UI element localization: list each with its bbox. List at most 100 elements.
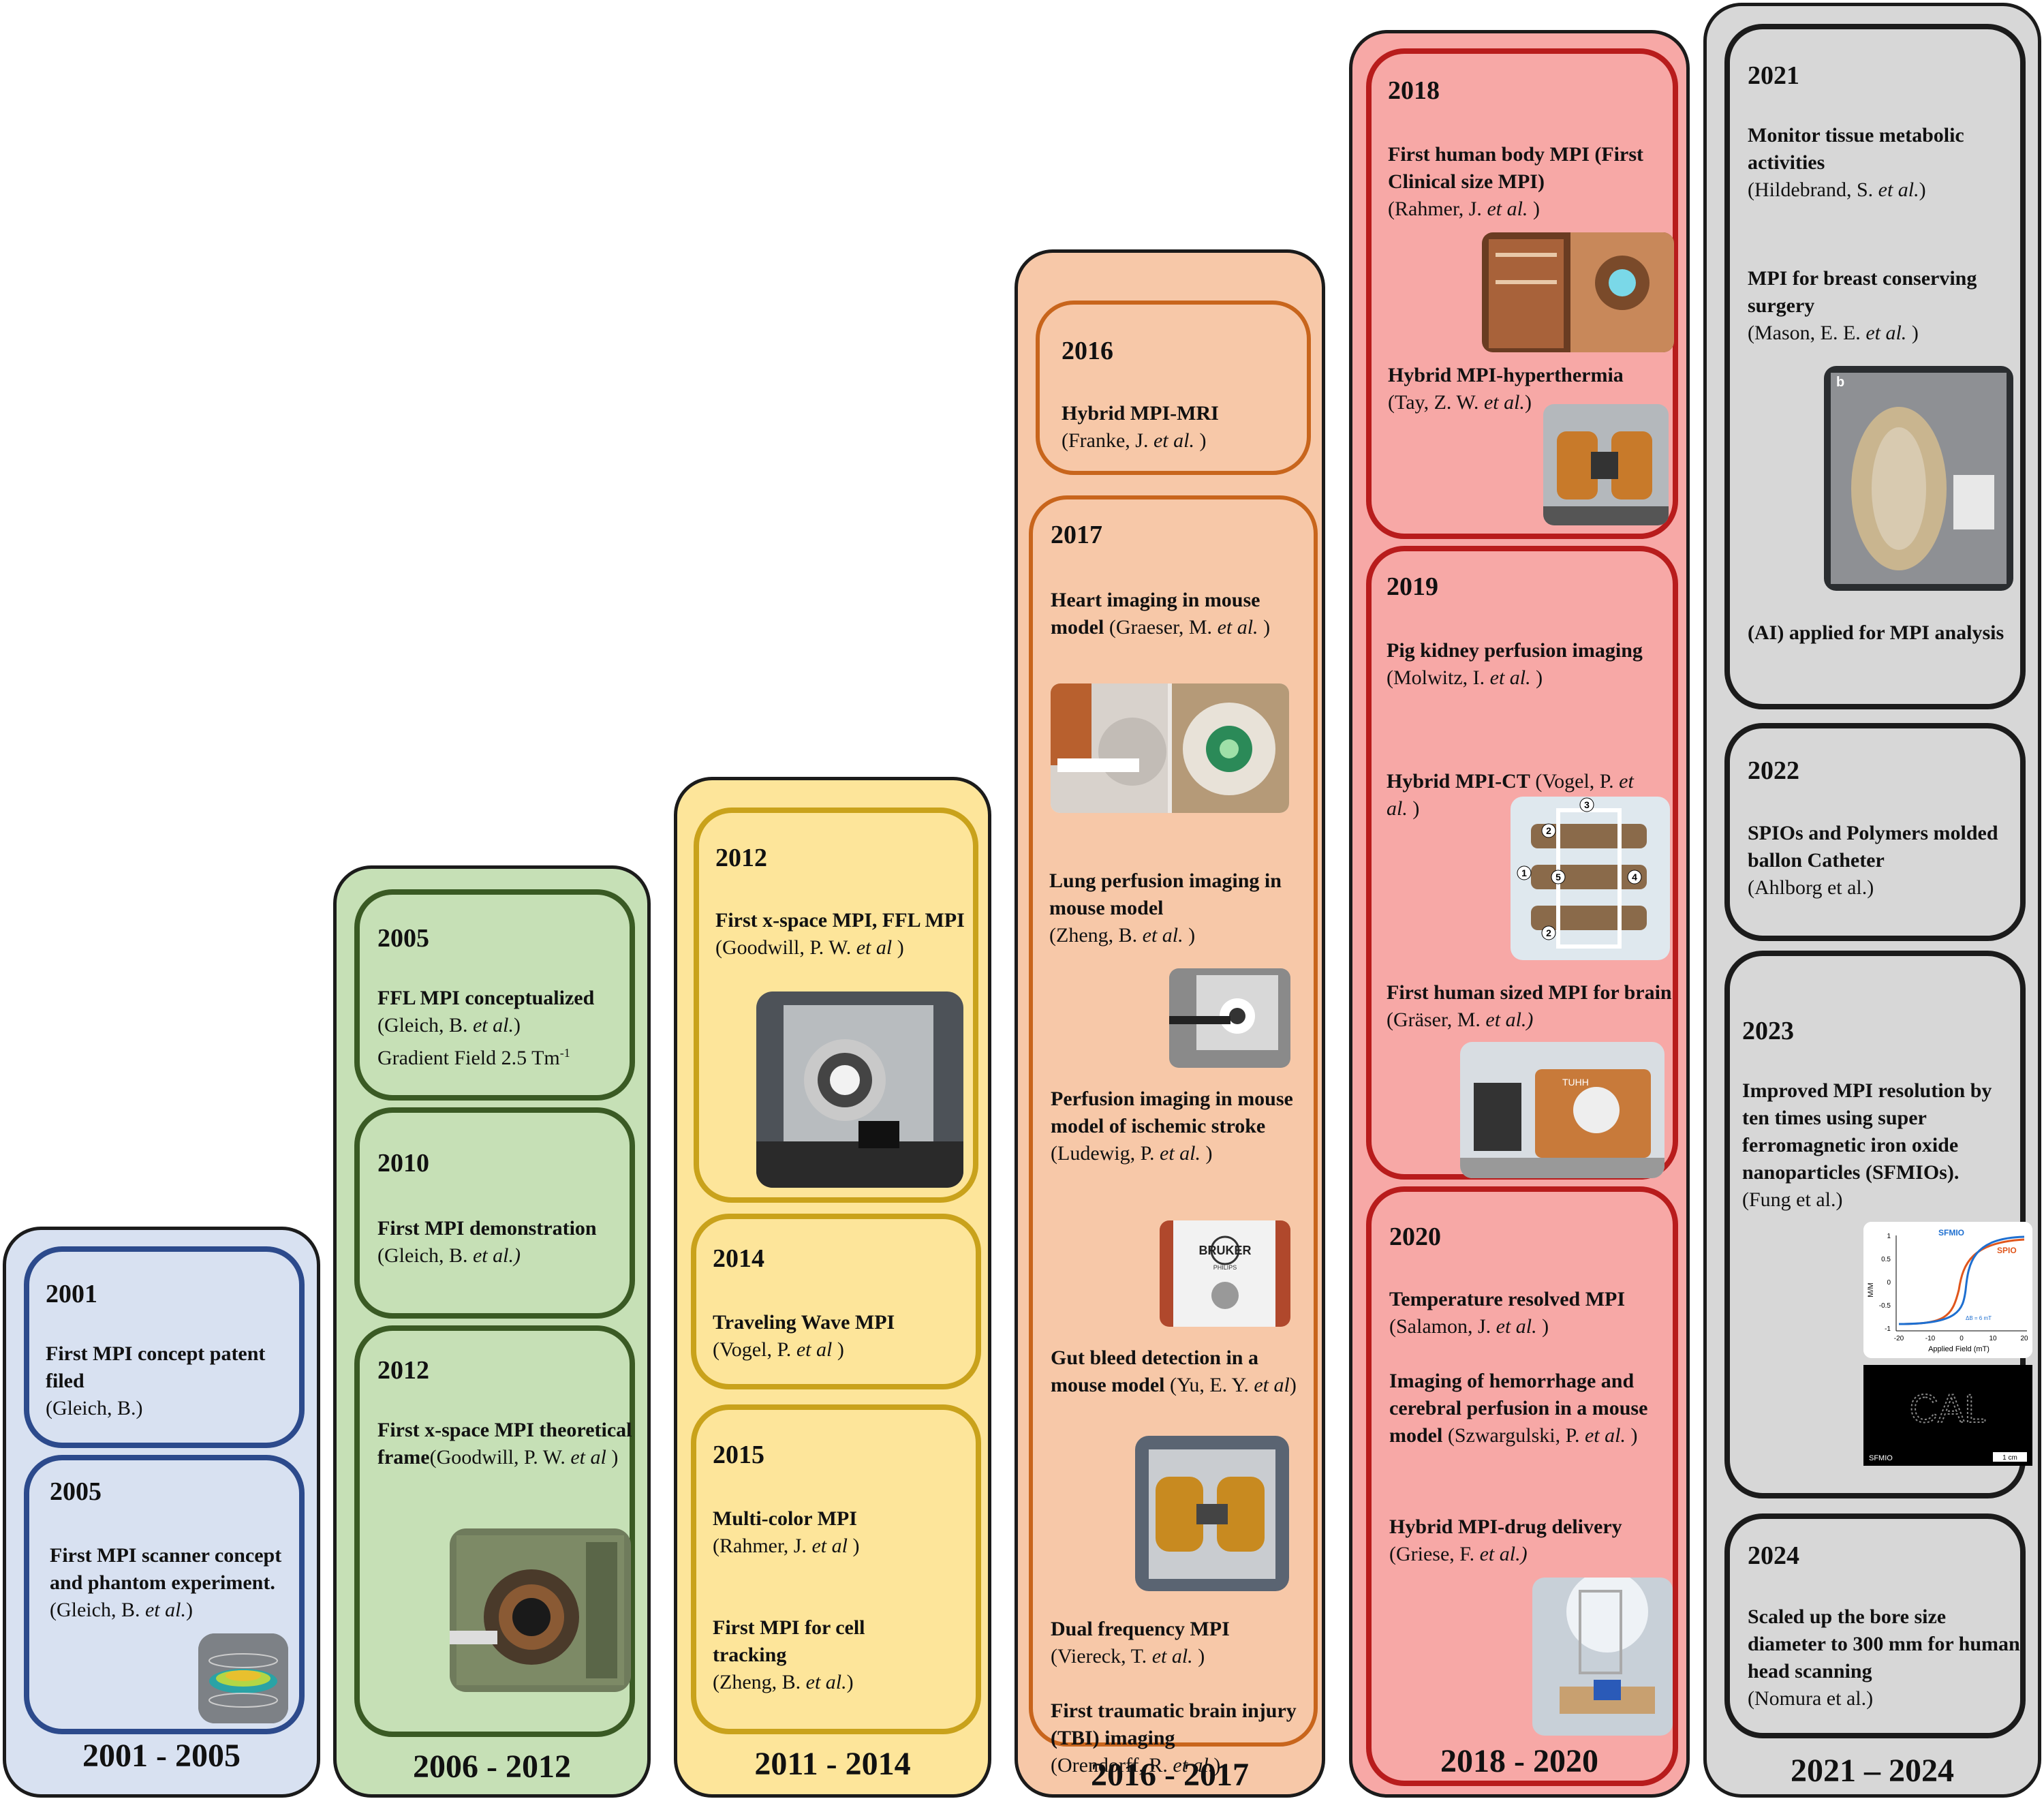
year-label: 2012 <box>377 1356 429 1385</box>
period-column-2021-2024: 2021 Monitor tissue metabolic activities… <box>1703 3 2041 1798</box>
year-label: 2021 <box>1748 61 1799 90</box>
milestone-entry: First MPI scanner concept and phantom ex… <box>50 1544 282 1621</box>
milestone-entry: First x-space MPI theoretical frame(Good… <box>377 1419 632 1469</box>
year-box-2010: 2010 First MPI demonstration(Gleich, B. … <box>354 1107 635 1319</box>
year-label: 2014 <box>713 1244 764 1273</box>
period-label: 2001 - 2005 <box>82 1738 241 1774</box>
period-column-2011-2014: 2012 First x-space MPI, FFL MPI (Goodwil… <box>674 777 991 1798</box>
marker-2: 2 <box>1546 825 1551 836</box>
svg-text:-20: -20 <box>1894 1335 1904 1342</box>
sfmio-legend: SFMIO <box>1938 1228 1964 1237</box>
year-box-2005: 2005 FFL MPI conceptualized(Gleich, B. e… <box>354 889 635 1101</box>
year-label: 2018 <box>1388 76 1440 105</box>
year-label: 2019 <box>1387 572 1438 601</box>
milestone-entry: Monitor tissue metabolic activities (Hil… <box>1748 124 1964 201</box>
milestone-entry: First traumatic brain injury (TBI) imagi… <box>1051 1700 1297 1777</box>
spio-legend: SPIO <box>1997 1246 2017 1255</box>
year-box-2019: 2019 Pig kidney perfusion imaging(Molwit… <box>1366 546 1678 1180</box>
scanner-concept-figure <box>198 1633 288 1723</box>
year-label: 2023 <box>1742 1017 1794 1045</box>
svg-text:-10: -10 <box>1925 1335 1936 1342</box>
milestone-entry: Scaled up the bore size diameter to 300 … <box>1748 1605 2020 1710</box>
milestone-entry: Hybrid MPI-CT (Vogel, P. et al. ) <box>1387 770 1634 820</box>
year-box-2021: 2021 Monitor tissue metabolic activities… <box>1724 24 2026 709</box>
svg-text:0: 0 <box>1960 1335 1964 1342</box>
year-label: 2010 <box>377 1149 429 1178</box>
year-label: 2012 <box>715 844 767 872</box>
philips-label: PHILIPS <box>1213 1264 1237 1271</box>
svg-text:1: 1 <box>1887 1233 1891 1240</box>
svg-text:0: 0 <box>1887 1279 1891 1287</box>
svg-text:0.5: 0.5 <box>1881 1256 1891 1263</box>
milestone-entry: Improved MPI resolution by ten times usi… <box>1742 1079 1992 1211</box>
year-label: 2024 <box>1748 1541 1799 1570</box>
x-axis-label: Applied Field (mT) <box>1928 1345 1989 1353</box>
year-label: 2016 <box>1062 337 1113 365</box>
marker-1: 1 <box>1521 867 1527 878</box>
x-space-mpi-photo <box>450 1528 631 1692</box>
milestone-entry: Hybrid MPI-MRI(Franke, J. et al. ) <box>1062 402 1219 452</box>
milestone-entry: First human sized MPI for brain (Gräser,… <box>1387 981 1672 1031</box>
svg-text:-0.5: -0.5 <box>1879 1302 1891 1310</box>
milestone-entry: First x-space MPI, FFL MPI (Goodwill, P.… <box>715 909 965 959</box>
milestone-entry: Multi-color MPI(Rahmer, J. et al ) <box>713 1507 860 1557</box>
year-box-2015: 2015 Multi-color MPI(Rahmer, J. et al ) … <box>691 1404 981 1734</box>
year-box-2016: 2016 Hybrid MPI-MRI(Franke, J. et al. ) <box>1036 301 1311 475</box>
panel-label: b <box>1836 375 1844 390</box>
period-column-2016-2017: 2016 Hybrid MPI-MRI(Franke, J. et al. ) … <box>1015 249 1325 1798</box>
period-column-2018-2020: 2018 First human body MPI (First Clinica… <box>1349 30 1690 1798</box>
marker-3: 3 <box>1584 799 1590 810</box>
year-label: 2022 <box>1748 756 1799 785</box>
year-box-2005: 2005 First MPI scanner concept and phant… <box>24 1455 305 1734</box>
period-label: 2016 - 2017 <box>1091 1757 1249 1793</box>
milestone-entry: Hybrid MPI-drug delivery(Griese, F. et a… <box>1389 1516 1622 1565</box>
period-column-2001-2005: 2001 First MPI concept patent filed(Glei… <box>3 1227 320 1798</box>
human-body-mpi-photo <box>1482 232 1674 352</box>
svg-text:20: 20 <box>2020 1335 2028 1342</box>
drug-delivery-photo <box>1532 1578 1673 1736</box>
delta-label: ΔB = 6 mT <box>1966 1315 1992 1321</box>
milestone-entry: Imaging of hemorrhage and cerebral perfu… <box>1389 1370 1648 1447</box>
year-label: 2017 <box>1051 521 1102 549</box>
sfmio-hysteresis-plot: SFMIO SPIO 1 0.5 0 -0.5 -1 -20 -10 0 10 … <box>1863 1222 2032 1358</box>
year-box-2012: 2012 First x-space MPI theoretical frame… <box>354 1325 635 1737</box>
year-label: 2015 <box>713 1441 764 1469</box>
milestone-entry: (AI) applied for MPI analysis <box>1748 621 2004 644</box>
year-label: 2005 <box>377 924 429 953</box>
hyperthermia-photo <box>1543 404 1669 525</box>
year-box-2001: 2001 First MPI concept patent filed(Glei… <box>24 1246 305 1448</box>
y-axis-label: M/M <box>1867 1282 1875 1297</box>
milestone-entry: Temperature resolved MPI(Salamon, J. et … <box>1389 1288 1626 1338</box>
sfmio-image: CAL SFMIO 1 cm <box>1863 1365 2032 1466</box>
milestone-entry: MPI for breast conserving surgery (Mason… <box>1748 267 1977 344</box>
gut-bleed-photo <box>1135 1436 1289 1591</box>
year-box-2017: 2017 Heart imaging in mouse model (Graes… <box>1029 495 1318 1777</box>
period-label: 2021 – 2024 <box>1791 1753 1954 1789</box>
milestone-entry: FFL MPI conceptualized(Gleich, B. et al.… <box>377 987 595 1069</box>
year-box-2012: 2012 First x-space MPI, FFL MPI (Goodwil… <box>694 808 978 1203</box>
milestone-entry: SPIOs and Polymers molded ballon Cathete… <box>1748 822 1998 899</box>
image-caption: SFMIO <box>1869 1454 1893 1462</box>
heart-imaging-photo <box>1051 683 1289 813</box>
year-box-2024: 2024 Scaled up the bore size diameter to… <box>1724 1513 2026 1738</box>
milestone-entry: Traveling Wave MPI(Vogel, P. et al ) <box>713 1311 895 1361</box>
period-label: 2011 - 2014 <box>754 1746 911 1782</box>
milestone-entry: First MPI demonstration(Gleich, B. et al… <box>377 1217 597 1267</box>
milestone-entry: Gut bleed detection in a mouse model (Yu… <box>1051 1347 1297 1396</box>
year-box-2022: 2022 SPIOs and Polymers molded ballon Ca… <box>1724 723 2026 941</box>
year-box-2020: 2020 Temperature resolved MPI(Salamon, J… <box>1366 1186 1678 1786</box>
lung-perfusion-photo <box>1169 968 1290 1068</box>
cal-image-text: CAL <box>1910 1387 1987 1431</box>
milestone-entry: Perfusion imaging in mouse model of isch… <box>1051 1088 1293 1165</box>
period-label: 2006 - 2012 <box>413 1749 571 1785</box>
stroke-imaging-photo: BRUKER PHILIPS <box>1160 1220 1290 1327</box>
year-box-2018: 2018 First human body MPI (First Clinica… <box>1366 48 1678 539</box>
marker-5: 5 <box>1555 872 1561 882</box>
scale-bar-label: 1 cm <box>2002 1454 2017 1462</box>
milestone-entry: Hybrid MPI-hyperthermia(Tay, Z. W. et al… <box>1388 364 1624 414</box>
brain-mpi-photo: TUHH <box>1460 1042 1664 1178</box>
milestone-entry: First MPI for cell tracking(Zheng, B. et… <box>713 1616 865 1693</box>
milestone-entry: Lung perfusion imaging in mouse model(Zh… <box>1049 870 1282 947</box>
milestone-entry: Dual frequency MPI(Viereck, T. et al. ) <box>1051 1618 1230 1667</box>
year-label: 2005 <box>50 1477 102 1506</box>
